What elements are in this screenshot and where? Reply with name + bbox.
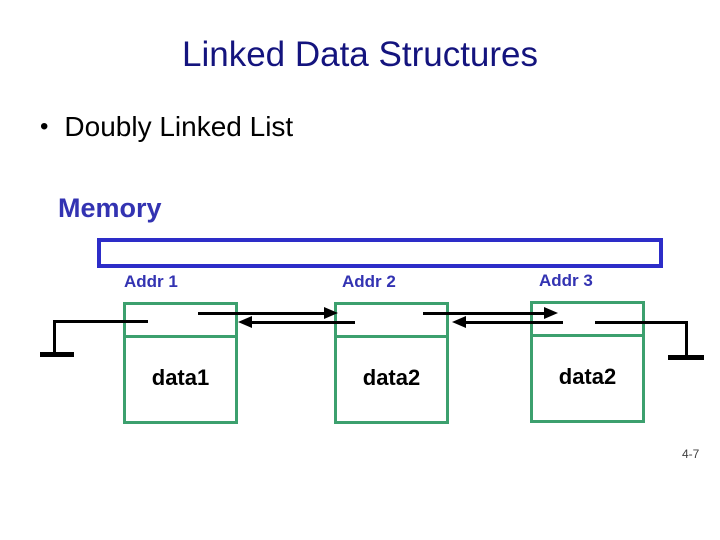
node-pointer-slot: [337, 305, 446, 338]
node-addr-label: Addr 2: [342, 272, 396, 291]
prev-arrow-3-2-head-icon: [452, 316, 466, 328]
null-right-drop: [685, 321, 688, 357]
next-arrow-1-2-line: [198, 312, 324, 315]
node-data-label: data2: [362, 365, 421, 390]
next-arrow-1-2-head-icon: [324, 307, 338, 319]
node-pointer-slot: [533, 304, 642, 337]
prev-arrow-2-1-line: [252, 321, 355, 324]
null-left-drop: [53, 320, 56, 355]
next-arrow-2-3-head-icon: [544, 307, 558, 319]
slide-title: Linked Data Structures: [181, 35, 538, 74]
node-addr-label: Addr 1: [124, 272, 178, 291]
bullet-icon: •: [40, 113, 49, 140]
ground-null-left-icon: [40, 352, 74, 357]
null-left-line: [53, 320, 148, 323]
prev-arrow-2-1-head-icon: [238, 316, 252, 328]
node-pointer-slot: [126, 305, 235, 338]
node-addr-label: Addr 3: [539, 271, 593, 290]
null-right-line: [595, 321, 688, 324]
node-data-label: data2: [558, 364, 617, 389]
ground-null-right-icon: [668, 355, 704, 360]
next-arrow-2-3-line: [423, 312, 544, 315]
node-data-label: data1: [151, 365, 210, 390]
bullet-line: • Doubly Linked List: [40, 111, 293, 143]
memory-heading: Memory: [58, 193, 162, 223]
prev-arrow-3-2-line: [466, 321, 563, 324]
page-number: 4-7: [682, 447, 700, 461]
memory-strip-box: [97, 238, 663, 268]
bullet-text: Doubly Linked List: [64, 111, 294, 142]
node-box: data2: [530, 301, 645, 423]
